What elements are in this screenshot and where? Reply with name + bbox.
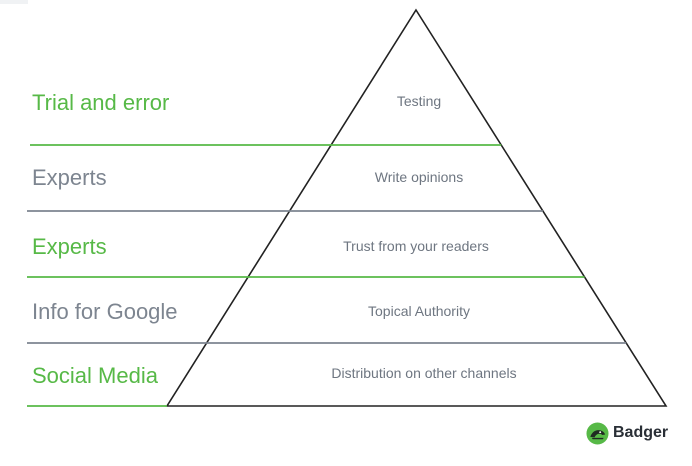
- badger-logo-icon: [586, 421, 609, 445]
- tier-text-5: Distribution on other channels: [331, 365, 517, 381]
- row-label-3: Experts: [32, 234, 107, 259]
- corner-mark: [0, 0, 28, 4]
- tier-text-3: Trust from your readers: [343, 238, 489, 254]
- pyramid-outline: [165, 8, 668, 407]
- row-label-1: Trial and error: [32, 90, 170, 115]
- tier-text-4: Topical Authority: [368, 303, 470, 319]
- tier-text-2: Write opinions: [374, 169, 464, 185]
- row-label-2: Experts: [32, 165, 107, 190]
- brand-name: Badger: [613, 424, 669, 441]
- tier-text-1: Testing: [396, 93, 442, 109]
- row-label-5: Social Media: [32, 363, 158, 388]
- brand-logo: Badger: [586, 421, 668, 445]
- row-label-4: Info for Google: [32, 299, 178, 324]
